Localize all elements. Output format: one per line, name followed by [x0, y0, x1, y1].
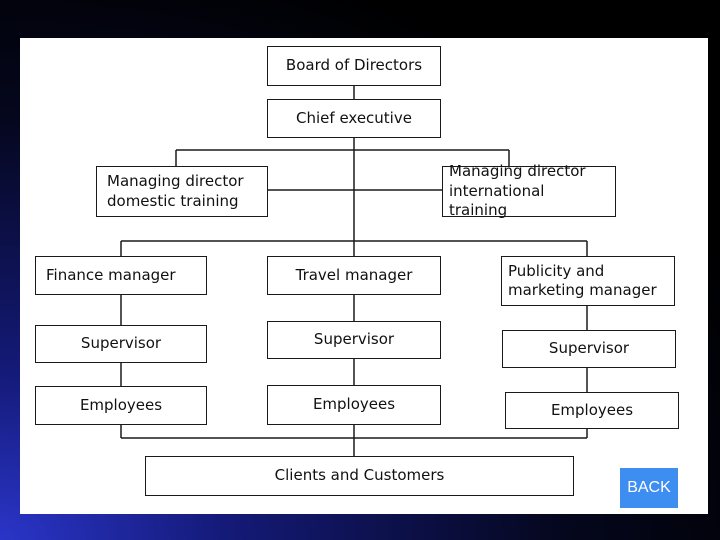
travel-manager-label: Travel manager: [295, 265, 413, 284]
finance-manager-label: Finance manager: [46, 265, 176, 284]
managing-director-domestic-label: Managing director domestic training: [107, 172, 244, 210]
employees-left-label: Employees: [79, 395, 163, 414]
managing-director-domestic-box: Managing director domestic training: [96, 166, 268, 217]
employees-middle-box: Employees: [267, 385, 441, 425]
employees-middle-label: Employees: [312, 395, 396, 414]
supervisor-right-label: Supervisor: [548, 339, 630, 358]
employees-left-box: Employees: [35, 386, 207, 425]
chief-executive-box: Chief executive: [267, 99, 441, 138]
board-of-directors-label: Board of Directors: [285, 56, 423, 75]
finance-manager-box: Finance manager: [35, 256, 207, 295]
supervisor-middle-label: Supervisor: [313, 330, 395, 349]
supervisor-left-label: Supervisor: [80, 334, 162, 353]
publicity-marketing-manager-box: Publicity and marketing manager: [501, 256, 675, 306]
managing-director-international-box: Managing director international training: [442, 162, 616, 219]
supervisor-middle-box: Supervisor: [267, 321, 441, 359]
supervisor-right-box: Supervisor: [502, 330, 676, 368]
publicity-marketing-manager-label: Publicity and marketing manager: [508, 261, 657, 300]
chief-executive-label: Chief executive: [296, 108, 412, 127]
back-button[interactable]: BACK: [620, 468, 678, 508]
clients-and-customers-label: Clients and Customers: [274, 466, 445, 485]
supervisor-left-box: Supervisor: [35, 325, 207, 363]
employees-right-box: Employees: [505, 392, 679, 429]
employees-right-label: Employees: [550, 400, 634, 419]
managing-director-international-label: Managing director international training: [449, 162, 586, 220]
board-of-directors-box: Board of Directors: [267, 46, 441, 86]
clients-and-customers-box: Clients and Customers: [145, 456, 574, 496]
travel-manager-box: Travel manager: [267, 256, 441, 295]
